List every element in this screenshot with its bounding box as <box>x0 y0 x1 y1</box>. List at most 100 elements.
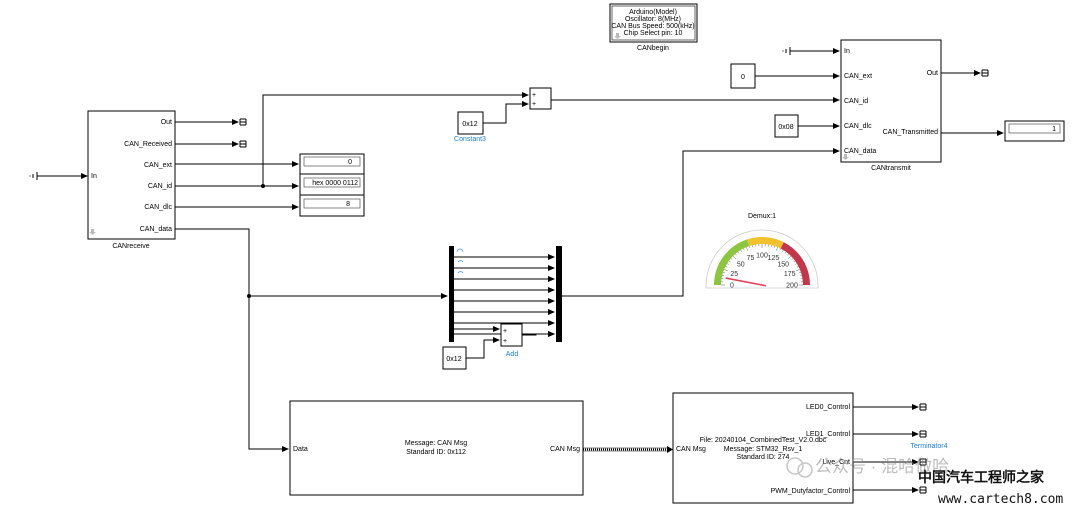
download-arrow-icon <box>614 33 621 39</box>
constant-dlc-value: 0x08 <box>778 124 793 131</box>
cantransmit-id-port: CAN_id <box>844 98 868 105</box>
can-unpack-led1-port: LED1_Control <box>806 431 850 438</box>
gauge-tick <box>725 266 728 268</box>
can-unpack-block[interactable]: CAN Msg File: 20240104_CombinedTest_V2.0… <box>672 392 854 504</box>
gauge-tick-label: 125 <box>768 255 780 262</box>
gauge-tick <box>724 269 728 272</box>
canbegin-line-1: Arduino(Model) <box>629 9 677 16</box>
gauge-tick <box>796 269 800 272</box>
cantransmit-transmitted-port: CAN_Transmitted <box>883 129 938 136</box>
gauge-tick <box>791 258 794 260</box>
gauge-title: Demux:1 <box>748 213 776 220</box>
constant-ext-value: 0 <box>741 74 745 81</box>
canreceive-data-port: CAN_data <box>140 226 172 233</box>
can-pack-line-1: Message: CAN Msg <box>405 440 467 447</box>
display-block-group[interactable]: 0 hex 0000 0112 8 <box>299 153 365 217</box>
gauge-tick <box>740 249 742 252</box>
canreceive-out-port: Out <box>161 119 172 126</box>
mux-block[interactable] <box>556 246 562 342</box>
can-pack-block[interactable]: Data CAN Msg Message: CAN Msg Standard I… <box>289 400 584 496</box>
can-pack-line-2: Standard ID: 0x112 <box>406 449 466 456</box>
demux-mux-signal-lines <box>454 254 555 337</box>
terminator-icon <box>919 486 927 494</box>
constant-add-value: 0x12 <box>446 356 461 363</box>
constant-add-block[interactable]: 0x12 <box>442 346 467 370</box>
gauge-band <box>714 239 750 285</box>
terminator-icon <box>919 430 927 438</box>
constant-dlc-block[interactable]: 0x08 <box>774 114 799 138</box>
gauge-tick-label: 50 <box>737 261 745 268</box>
canreceive-name: CANreceive <box>112 243 149 250</box>
canbegin-name: CANbegin <box>637 45 669 52</box>
gauge-tick <box>793 260 796 263</box>
gauge-tick <box>775 247 778 251</box>
can-unpack-pwm-port: PWM_Dutyfactor_Control <box>771 488 851 495</box>
gauge-tick <box>784 251 787 254</box>
terminator-icon <box>239 118 247 126</box>
gauge-tick <box>735 253 737 256</box>
constant3-name: Constant3 <box>454 136 486 143</box>
download-arrow-icon <box>89 229 96 235</box>
gauge-tick <box>737 251 740 254</box>
watermark-site-url: www.cartech8.com <box>938 492 1063 507</box>
gauge-arcs <box>714 236 810 285</box>
ground-icon <box>782 47 791 55</box>
can-unpack-in-port: CAN Msg <box>676 446 706 453</box>
ground-icon <box>29 172 38 180</box>
gauge-tick <box>787 253 789 256</box>
add-block[interactable]: + + Add <box>500 323 523 358</box>
can-pack-out-port: CAN Msg <box>550 446 580 453</box>
can-msg-bus-line <box>583 446 673 453</box>
watermark: 公众号 · 混哈做哈 <box>786 457 949 478</box>
add-sign-1: + <box>503 328 507 335</box>
display-ext-value: 0 <box>348 159 352 166</box>
cantransmit-block[interactable]: In CAN_ext CAN_id CAN_dlc CAN_data Out C… <box>840 39 942 172</box>
cantransmit-in-port: In <box>844 48 850 55</box>
canbegin-block[interactable]: Arduino(Model) Oscillator: 8(MHz) CAN Bu… <box>609 3 698 52</box>
download-arrow-icon <box>842 154 849 160</box>
gauge-tick <box>732 255 737 260</box>
terminator4-name: Terminator4 <box>911 443 948 450</box>
canreceive-in-port: In <box>91 173 97 180</box>
cantransmit-name: CANtransmit <box>871 165 911 172</box>
gauge-tick <box>773 245 775 248</box>
canreceive-block[interactable]: In Out CAN_Received CAN_ext CAN_id CAN_d… <box>29 110 176 250</box>
gauge-tick-label: 75 <box>747 255 755 262</box>
canbegin-line-4: Chip Select pin: 10 <box>624 30 683 37</box>
can-unpack-led0-port: LED0_Control <box>806 404 850 411</box>
display-transmitted-value: 1 <box>1052 126 1056 133</box>
wechat-icon <box>786 457 804 475</box>
terminator-icon <box>919 403 927 411</box>
cantransmit-out-port: Out <box>927 70 938 77</box>
sum-block[interactable]: + + <box>529 87 552 110</box>
gauge-tick <box>796 266 799 268</box>
gauge-tick <box>787 255 792 260</box>
constant-id-offset-block[interactable]: 0x12 Constant3 <box>454 111 486 143</box>
sum-sign-2: + <box>532 101 536 108</box>
display-transmitted-block[interactable]: 1 <box>1004 120 1065 142</box>
gauge-tick <box>743 248 745 251</box>
canreceive-ext-port: CAN_ext <box>144 162 172 169</box>
can-unpack-line-3: Standard ID: 274 <box>737 454 790 461</box>
cantransmit-dlc-port: CAN_dlc <box>844 123 872 130</box>
gauge-needle <box>725 277 767 287</box>
demux-block[interactable] <box>449 246 454 342</box>
watermark-account: 公众号 · 混哈做哈 <box>815 457 949 476</box>
add-name: Add <box>506 351 519 358</box>
gauge-tick-label: 25 <box>730 271 738 278</box>
gauge-tick-label: 175 <box>784 271 796 278</box>
can-unpack-outputs <box>853 404 919 493</box>
gauge-tick <box>746 247 749 251</box>
display-id-value: hex 0000 0112 <box>312 180 358 187</box>
gauge-band <box>780 242 810 285</box>
cantransmit-data-port: CAN_data <box>844 148 876 155</box>
gauge-tick <box>795 263 798 265</box>
constant-ext-block[interactable]: 0 <box>730 63 756 89</box>
gauge-tick-label: 0 <box>730 283 734 290</box>
can-unpack-line-2: Message: STM32_Rsv_1 <box>724 446 803 453</box>
can-unpack-livecnt-port: Live_Cnt <box>822 459 850 466</box>
add-sign-2: + <box>503 338 507 345</box>
